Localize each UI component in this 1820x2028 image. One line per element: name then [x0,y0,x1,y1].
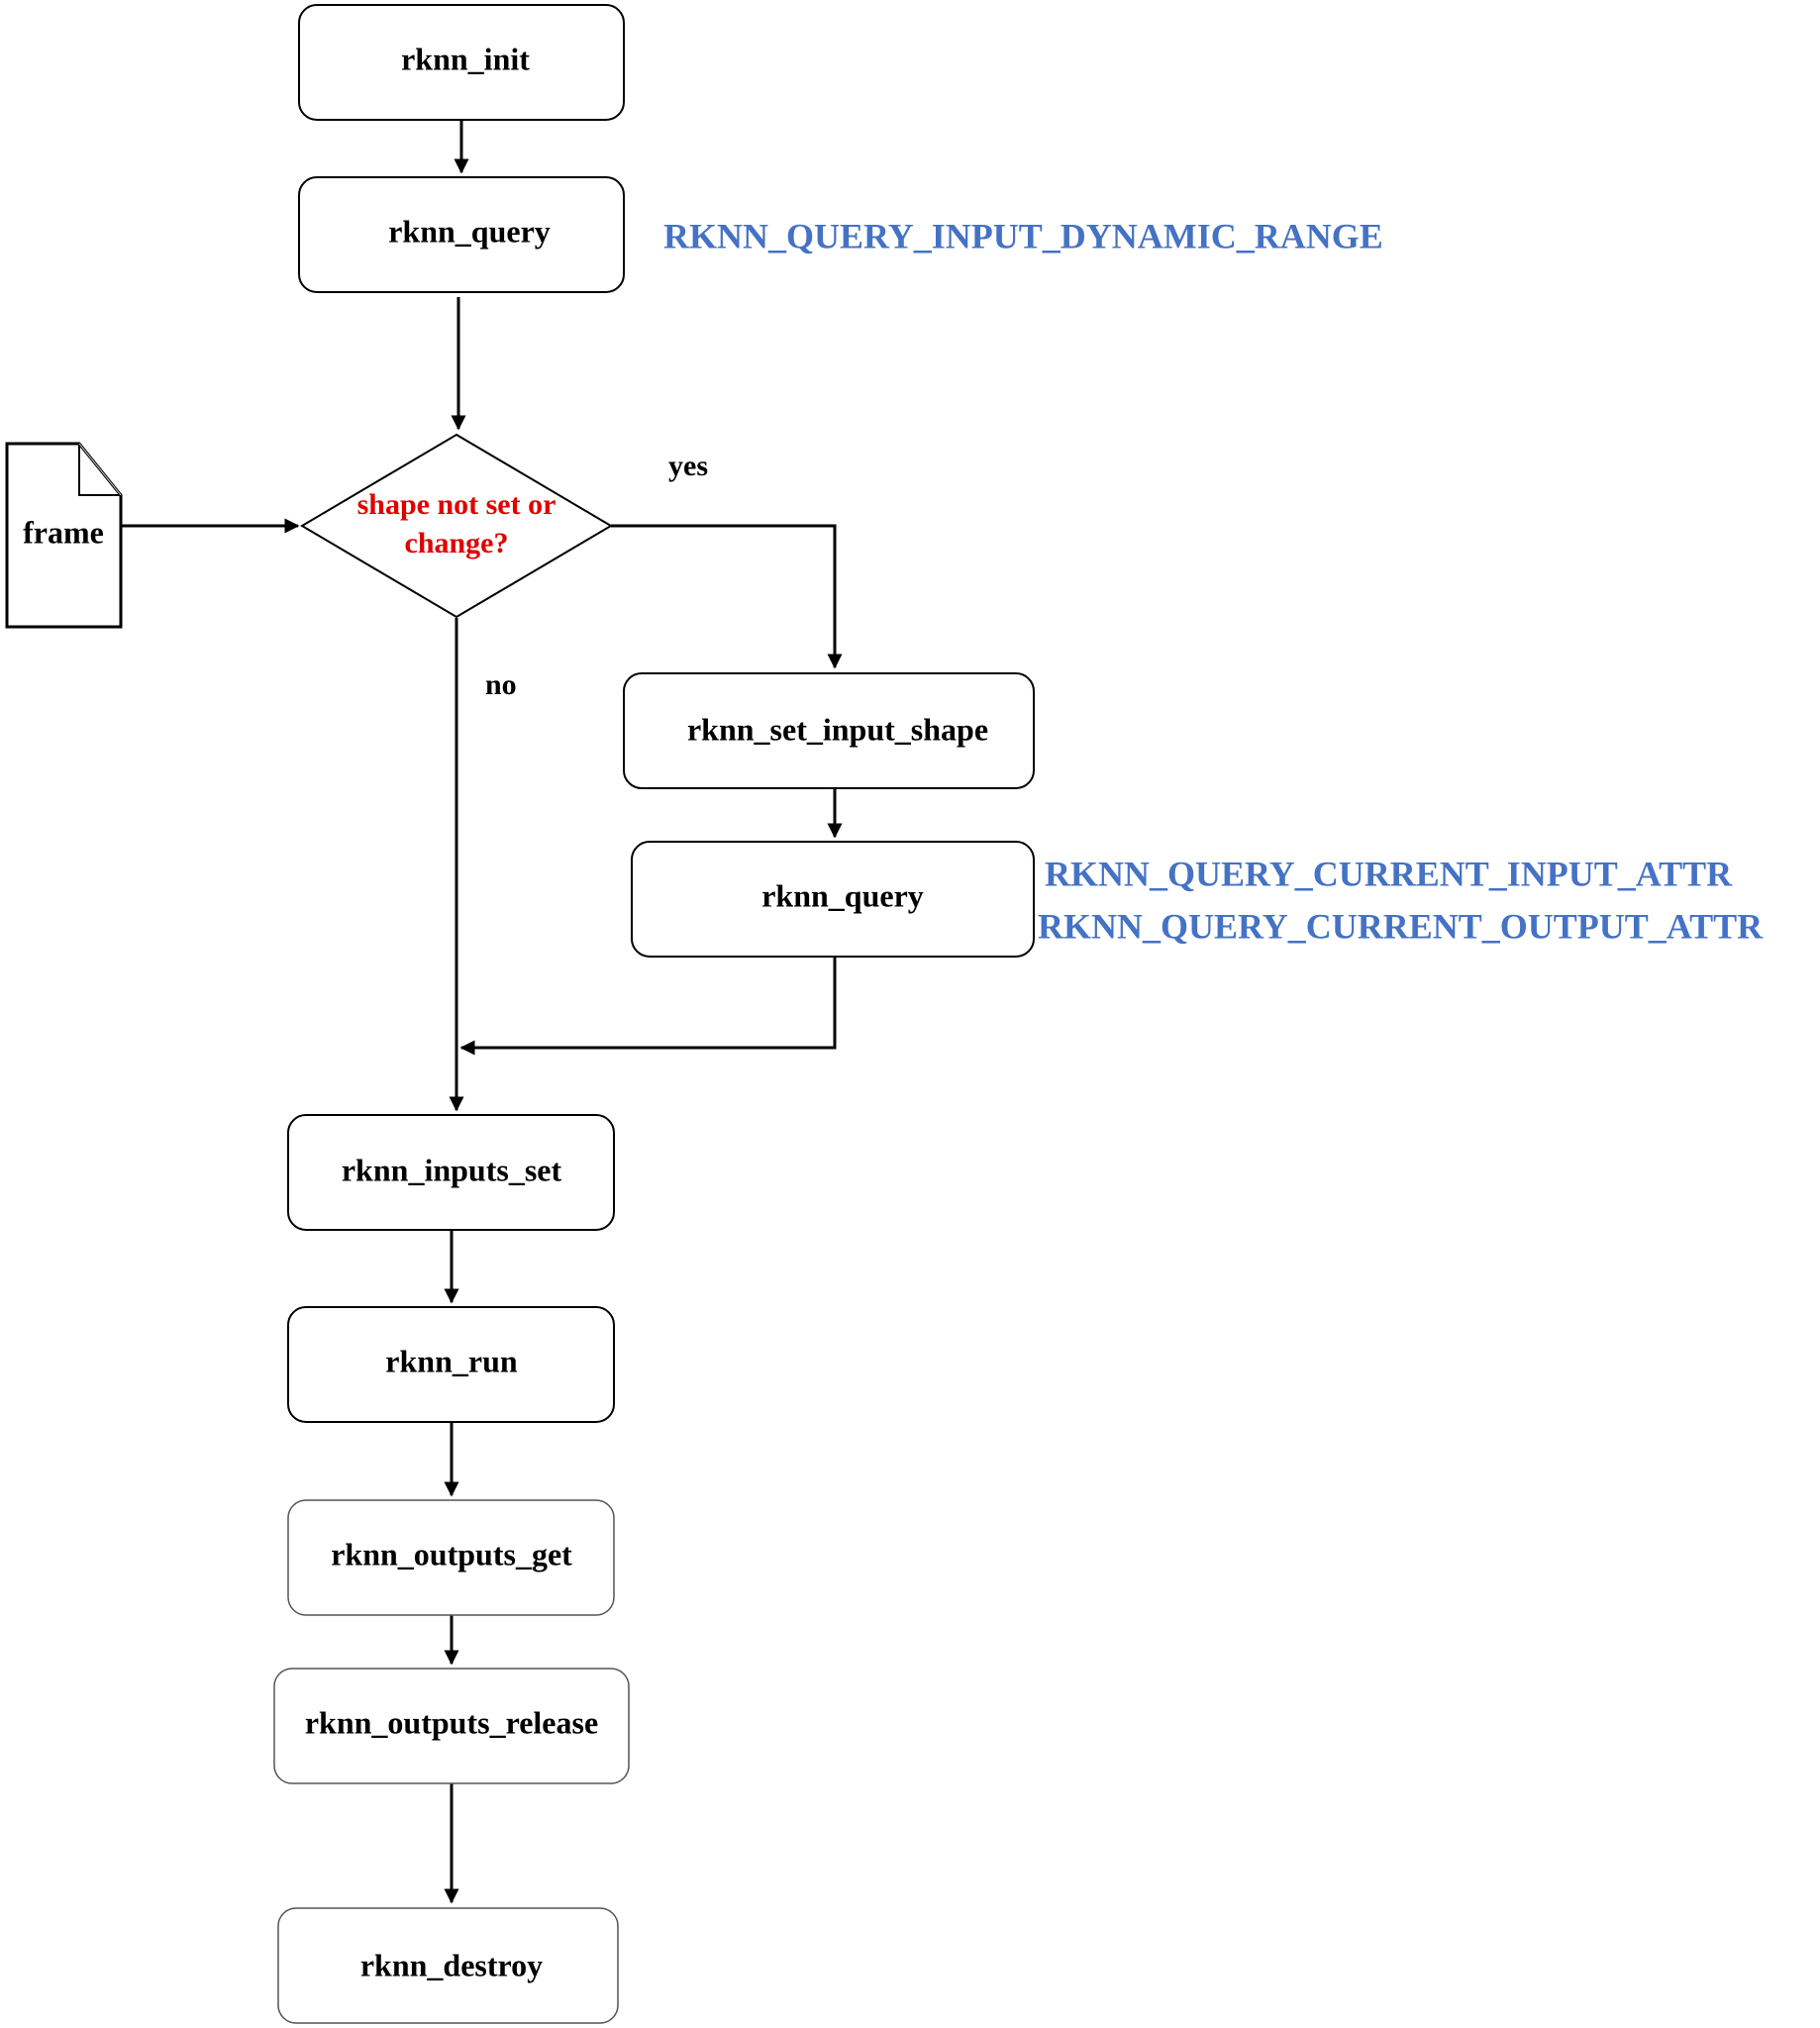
note-query-input-dynamic-range: RKNN_QUERY_INPUT_DYNAMIC_RANGE [663,216,1383,255]
node-rknn-outputs-release: rknn_outputs_release [273,1668,630,1784]
node-rknn-inputs-set: rknn_inputs_set [287,1114,615,1231]
node-rknn-inputs-set-label: rknn_inputs_set [342,1152,562,1187]
node-rknn-set-input-shape-label: rknn_set_input_shape [687,711,988,747]
node-frame-document: frame [5,442,123,629]
node-rknn-destroy-label: rknn_destroy [360,1947,543,1982]
node-rknn-run-label: rknn_run [385,1343,518,1378]
edge-decision-yes [611,524,843,669]
node-rknn-outputs-get: rknn_outputs_get [287,1499,615,1616]
note-query-current-output-attr: RKNN_QUERY_CURRENT_OUTPUT_ATTR [1038,906,1764,946]
decision-label-line2: change? [405,527,509,559]
node-rknn-set-input-shape: rknn_set_input_shape [623,672,1035,789]
edge-label-yes: yes [668,450,708,482]
node-decision: shape not set or change? [300,433,613,619]
node-frame-label: frame [23,514,104,550]
node-rknn-init: rknn_init [298,4,625,121]
node-rknn-query-2-label: rknn_query [761,877,924,913]
node-rknn-outputs-release-label: rknn_outputs_release [305,1704,598,1740]
note-query-current-input-attr: RKNN_QUERY_CURRENT_INPUT_ATTR [1045,854,1733,893]
node-rknn-query-1: rknn_query [298,176,625,293]
decision-label-line1: shape not set or [357,488,556,521]
node-rknn-query-1-label: rknn_query [388,213,551,249]
node-rknn-query-2: rknn_query [631,841,1035,958]
node-rknn-destroy: rknn_destroy [277,1907,619,2024]
edge-label-no: no [485,668,517,701]
node-rknn-init-label: rknn_init [401,41,530,76]
node-rknn-outputs-get-label: rknn_outputs_get [331,1536,572,1572]
node-rknn-run: rknn_run [287,1306,615,1423]
edge-query-to-merge [459,957,837,1056]
